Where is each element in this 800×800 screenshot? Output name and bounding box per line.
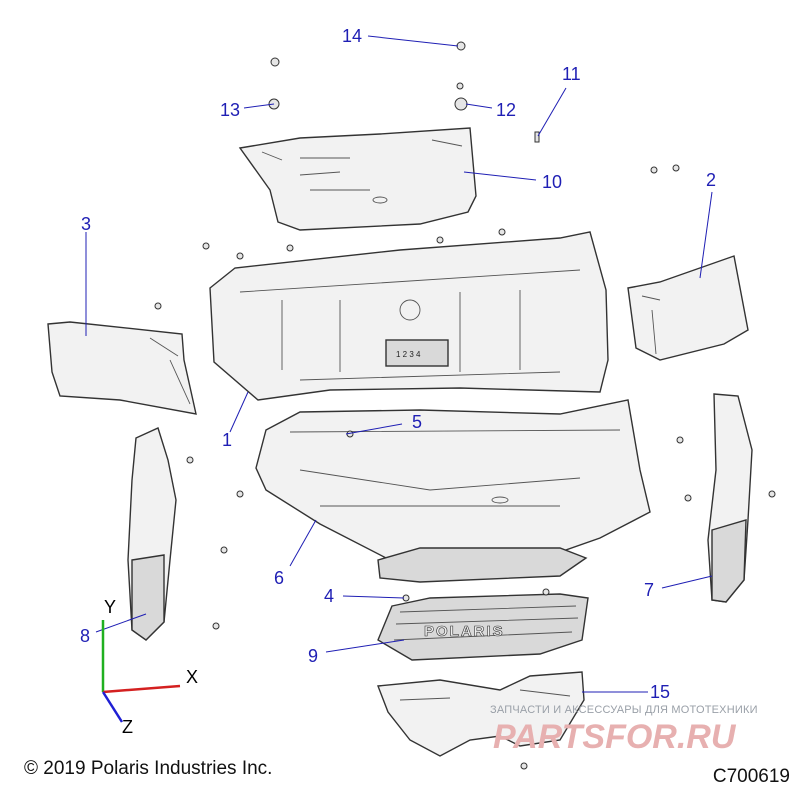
part-main-bezel: 1 2 3 4	[209, 231, 609, 401]
part-hood	[238, 127, 477, 231]
fasteners-scattered	[154, 164, 776, 770]
callout-12: 12	[496, 100, 516, 120]
axis-z-label: Z	[122, 717, 133, 737]
axis-y-label: Y	[104, 597, 116, 617]
callout-4: 4	[324, 586, 334, 606]
watermark-logo: PARTSFOR.RU	[493, 718, 736, 756]
callout-14: 14	[342, 26, 362, 46]
callout-13: 13	[220, 100, 240, 120]
callout-2: 2	[706, 170, 716, 190]
callout-11: 11	[562, 64, 581, 84]
part-lower-valance	[377, 671, 585, 757]
callout-10: 10	[542, 172, 562, 192]
callout-9: 9	[308, 646, 318, 666]
part-right-fender	[707, 393, 753, 603]
callout-7: 7	[644, 580, 654, 600]
callout-1: 1	[222, 430, 232, 450]
callout-15: 15	[650, 682, 670, 702]
part-right-side-panel	[627, 255, 749, 361]
part-left-side-panel	[47, 321, 197, 415]
axis-triad: Y X Z	[101, 597, 198, 737]
leader-lines	[85, 35, 713, 693]
watermark-tagline: ЗАПЧАСТИ И АКСЕССУАРЫ ДЛЯ МОТОТЕХНИКИ	[490, 704, 758, 716]
callout-8: 8	[80, 626, 90, 646]
callout-5: 5	[412, 412, 422, 432]
callout-labels: 1 2 3 4 5 6 7 8 9 10 11 12 13 14 15	[80, 26, 716, 702]
callout-6: 6	[274, 568, 284, 588]
axis-x-label: X	[186, 667, 198, 687]
axis-x-line	[102, 684, 181, 694]
bezel-number-text: 1 2 3 4	[396, 350, 421, 359]
part-grille: POLARIS	[377, 593, 589, 661]
part-left-fender	[127, 427, 177, 641]
callout-3: 3	[81, 214, 91, 234]
figure-id: C700619	[712, 766, 790, 787]
axis-z-line	[101, 691, 124, 723]
fasteners-top	[268, 41, 540, 143]
copyright-text: © 2019 Polaris Industries Inc.	[24, 758, 273, 779]
part-front-bumper	[255, 399, 651, 583]
grille-logo-text: POLARIS	[424, 623, 505, 640]
